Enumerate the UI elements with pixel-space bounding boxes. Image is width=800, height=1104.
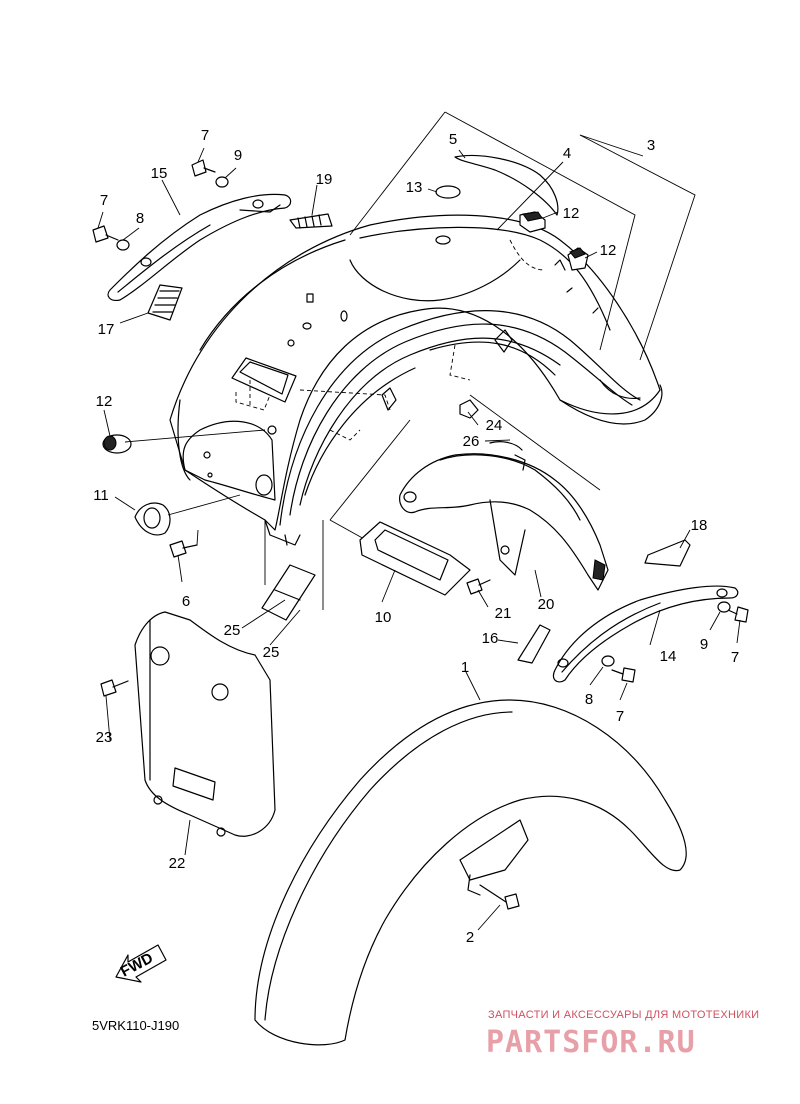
bolt-part-7-a	[191, 159, 216, 177]
callout-25-a: 25	[224, 622, 241, 639]
pads-part-25	[261, 564, 316, 621]
callout-22: 22	[169, 855, 186, 872]
callout-3: 3	[647, 137, 655, 154]
grommet-part-12-top	[519, 211, 546, 233]
pad-part-16	[517, 624, 551, 664]
washer-part-9-a	[215, 176, 229, 188]
pad-part-17	[147, 284, 183, 321]
callout-7-d: 7	[616, 708, 624, 725]
washer-part-13	[435, 185, 461, 199]
callout-20: 20	[538, 596, 555, 613]
grommet-part-11	[134, 494, 241, 536]
callout-19: 19	[316, 171, 333, 188]
front-fender-part-1	[254, 699, 687, 1046]
callout-25-b: 25	[263, 644, 280, 661]
rear-fender-main	[169, 214, 663, 546]
callout-4: 4	[563, 145, 571, 162]
callout-14: 14	[660, 648, 677, 665]
bolt-part-6	[169, 529, 199, 558]
leader-lines	[97, 134, 741, 931]
bolt-part-2	[479, 884, 520, 910]
callout-6: 6	[182, 593, 190, 610]
watermark-brand: PARTSFOR.RU	[486, 1025, 696, 1060]
pad-part-19	[289, 213, 333, 229]
callout-17: 17	[98, 321, 115, 338]
bolt-part-7-c	[727, 606, 749, 623]
callout-9-b: 9	[700, 636, 708, 653]
callout-21: 21	[495, 605, 512, 622]
right-rail-part-14	[552, 585, 739, 683]
pad-part-18	[644, 539, 691, 567]
diagram-code: 5VRK110-J190	[92, 1018, 179, 1033]
side-cover-part-22	[134, 611, 276, 837]
callout-5: 5	[449, 131, 457, 148]
callout-7-a: 7	[201, 127, 209, 144]
inner-fender-part-20	[399, 453, 609, 591]
watermark-tagline: ЗАПЧАСТИ И АКСЕССУАРЫ ДЛЯ МОТОТЕХНИКИ	[488, 1009, 759, 1021]
callout-1: 1	[461, 659, 469, 676]
callout-2: 2	[466, 929, 474, 946]
left-rail-part-15	[107, 193, 292, 301]
grommet-part-12-mid	[567, 247, 589, 271]
strip-part-5	[454, 154, 559, 216]
callout-12-a: 12	[563, 205, 580, 222]
callout-23: 23	[96, 729, 113, 746]
callout-12-c: 12	[96, 393, 113, 410]
bolt-part-23	[100, 679, 129, 697]
bolt-part-7-d	[611, 667, 636, 683]
callout-18: 18	[691, 517, 708, 534]
callout-10: 10	[375, 609, 392, 626]
nut-part-24	[459, 399, 479, 419]
watermark: ЗАПЧАСТИ И АКСЕССУАРЫ ДЛЯ МОТОТЕХНИКИ PA…	[486, 1009, 759, 1060]
bolt-part-7-b	[92, 225, 119, 243]
bolt-part-21	[466, 578, 491, 595]
reflector-part-10	[359, 521, 471, 596]
washer-part-8-b	[601, 655, 615, 667]
callout-labels: 1 2 3 4 5 6 7 7 7 7 8 8 9 9 10 11 12 12 …	[93, 127, 739, 946]
callout-16: 16	[482, 630, 499, 647]
washer-part-8-a	[116, 239, 130, 251]
callout-7-b: 7	[100, 192, 108, 209]
callout-9-a: 9	[234, 147, 242, 164]
fwd-arrow-icon: FWD	[115, 944, 167, 983]
callout-8-b: 8	[585, 691, 593, 708]
callout-26: 26	[463, 433, 480, 450]
washer-part-9-b	[717, 601, 731, 613]
callout-8-a: 8	[136, 210, 144, 227]
callout-12-b: 12	[600, 242, 617, 259]
grommet-part-12-left	[102, 434, 132, 454]
callout-15: 15	[151, 165, 168, 182]
callout-24: 24	[486, 417, 503, 434]
callout-7-c: 7	[731, 649, 739, 666]
callout-11: 11	[93, 487, 109, 504]
callout-13: 13	[406, 179, 423, 196]
clip-part-26	[489, 441, 523, 451]
